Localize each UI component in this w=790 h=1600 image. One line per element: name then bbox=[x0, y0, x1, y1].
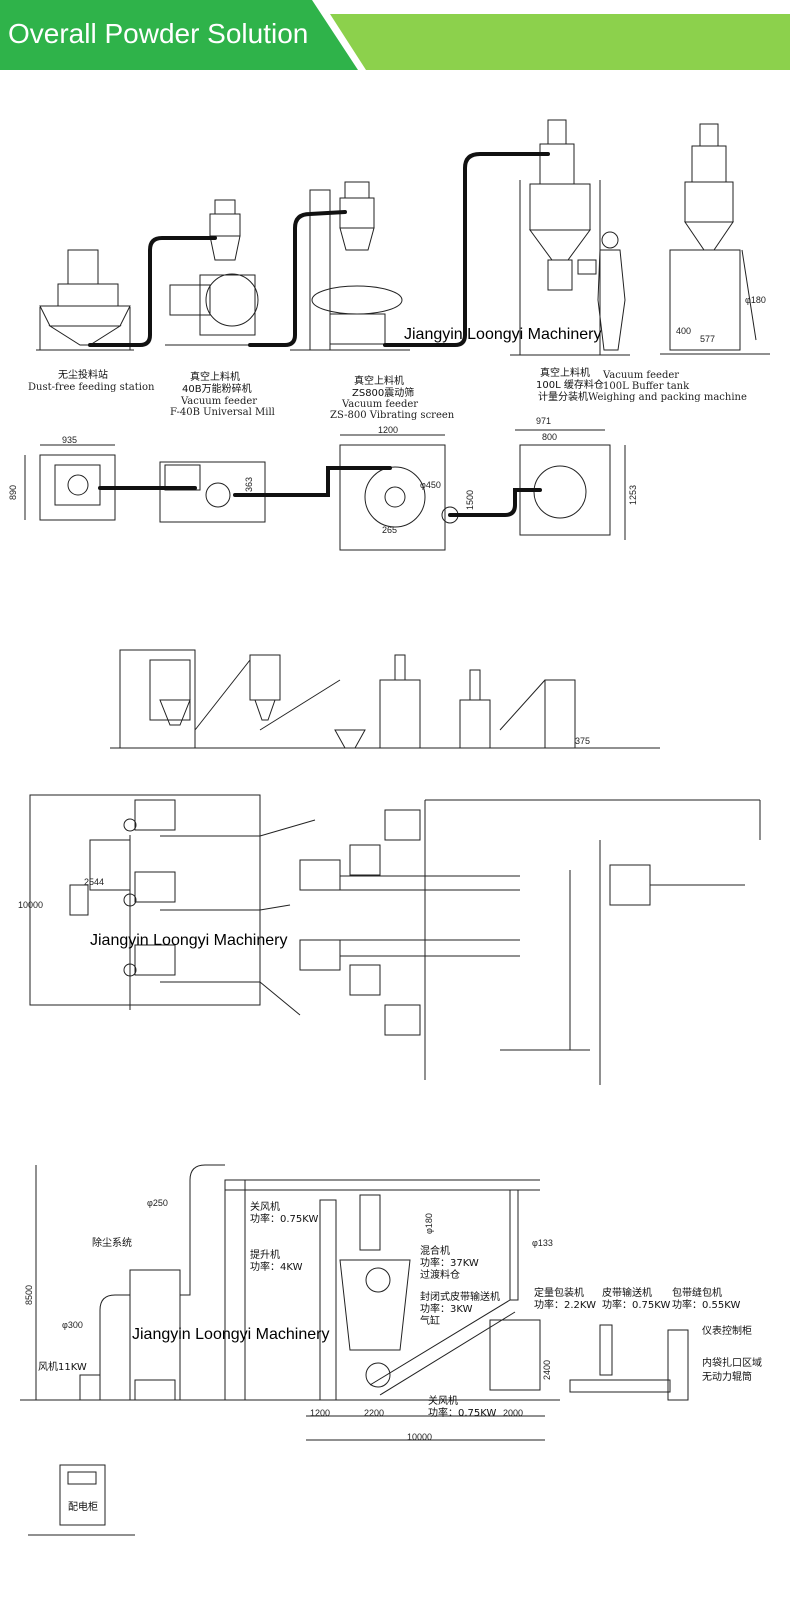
label-dust-system: 除尘系统 bbox=[92, 1238, 132, 1249]
station2-label-cn: 真空上料机 bbox=[190, 372, 240, 383]
station1-label-en: Dust-free feeding station bbox=[28, 382, 155, 393]
plant-layout-drawing bbox=[29, 649, 761, 1085]
panel-process-line: 无尘投料站 Dust-free feeding station 真空上料机 40… bbox=[0, 100, 790, 570]
header-banner: Overall Powder Solution bbox=[0, 0, 790, 70]
dim-2200: 2200 bbox=[364, 1408, 385, 1418]
process-line-drawing bbox=[24, 119, 770, 551]
station3-label-en: Vacuum feeder bbox=[342, 399, 419, 410]
station3-label-cn2: ZS800震动筛 bbox=[352, 388, 415, 399]
elevation-drawing bbox=[20, 1164, 689, 1536]
label-control-cabinet: 仪表控制柜 bbox=[702, 1326, 752, 1337]
station2-label-en: Vacuum feeder bbox=[181, 396, 258, 407]
feeding-station bbox=[36, 249, 134, 351]
label-transition-bin: 过渡料仓 bbox=[420, 1270, 460, 1281]
label-belt-conveyor: 皮带输送机 bbox=[602, 1288, 652, 1299]
label-fan-bottom: 关风机 bbox=[428, 1396, 458, 1407]
dim-1500: 1500 bbox=[465, 489, 475, 510]
station2-label-cn2: 40B万能粉碎机 bbox=[182, 384, 252, 395]
dim-1200b: 1200 bbox=[310, 1408, 331, 1418]
dim-363: 363 bbox=[244, 476, 254, 492]
label-belt-conveyor-power: 功率：0.75KW bbox=[602, 1300, 671, 1311]
label-packer-power: 功率：2.2KW bbox=[534, 1300, 596, 1311]
dim-8500: 8500 bbox=[24, 1284, 34, 1305]
dim-1253: 1253 bbox=[628, 484, 638, 505]
label-blower: 风机11KW bbox=[38, 1362, 87, 1373]
label-closed-belt: 封闭式皮带输送机 bbox=[420, 1292, 500, 1303]
dim-phi180: φ180 bbox=[424, 1213, 434, 1234]
dim-10000: 10000 bbox=[18, 900, 44, 910]
packer-side-station bbox=[660, 123, 770, 355]
label-fan-top-power: 功率：0.75KW bbox=[250, 1214, 319, 1225]
dim-phi250: φ250 bbox=[147, 1198, 168, 1208]
screen-station bbox=[290, 181, 410, 351]
label-bag-tie-area: 内袋扎口区域 bbox=[702, 1358, 762, 1369]
dim-2400: 2400 bbox=[542, 1359, 552, 1380]
station2-label-en2: F-40B Universal Mill bbox=[170, 407, 275, 418]
station4-label-cn: 真空上料机 bbox=[540, 368, 590, 379]
panel-plant-layout: 375 10000 2544 Jiangyin Loongyi Machiner… bbox=[0, 640, 790, 1100]
station4-label-cn2: 100L 缓存料仓 bbox=[536, 380, 604, 391]
dim-800: 800 bbox=[542, 432, 558, 442]
panel-elevation: φ250 φ180 φ133 φ300 8500 2400 1200 2200 … bbox=[0, 1150, 790, 1600]
dim-577: 577 bbox=[700, 334, 716, 344]
label-packer: 定量包装机 bbox=[534, 1288, 584, 1299]
dim-375: 375 bbox=[575, 736, 591, 746]
buffer-tank-station bbox=[510, 119, 630, 356]
dim-265: 265 bbox=[382, 525, 398, 535]
label-mixer-power: 功率：37KW bbox=[420, 1258, 479, 1269]
plant-plan bbox=[29, 794, 761, 1085]
dim-180: φ180 bbox=[745, 295, 766, 305]
station5-label-en: Vacuum feeder bbox=[603, 370, 680, 381]
label-power-cabinet: 配电柜 bbox=[68, 1502, 98, 1513]
label-sewing-machine-power: 功率：0.55KW bbox=[672, 1300, 741, 1311]
label-unpowered-roller: 无动力辊筒 bbox=[702, 1372, 752, 1383]
dim-890: 890 bbox=[8, 484, 18, 500]
dim-935: 935 bbox=[62, 435, 78, 445]
dim-10000b: 10000 bbox=[407, 1432, 433, 1442]
page-title: Overall Powder Solution bbox=[8, 18, 309, 49]
label-lift-power: 功率：4KW bbox=[250, 1262, 303, 1273]
dim-450: φ450 bbox=[420, 480, 441, 490]
banner-shape bbox=[0, 0, 790, 70]
label-mixer: 混合机 bbox=[420, 1246, 450, 1257]
label-fan-top: 关风机 bbox=[250, 1202, 280, 1213]
watermark-1: Jiangyin Loongyi Machinery bbox=[404, 326, 602, 343]
station5-label-en3: Weighing and packing machine bbox=[588, 392, 747, 403]
dim-phi300: φ300 bbox=[62, 1320, 83, 1330]
banner-dark-block bbox=[0, 0, 358, 70]
mill-station bbox=[165, 199, 270, 346]
station3-label-cn: 真空上料机 bbox=[354, 376, 404, 387]
station4-label-cn3: 计量分装机 bbox=[538, 392, 588, 403]
dim-2544: 2544 bbox=[84, 877, 105, 887]
transfer-pipes bbox=[88, 152, 550, 517]
dim-1200: 1200 bbox=[378, 425, 399, 435]
dim-2000: 2000 bbox=[503, 1408, 524, 1418]
label-fan-bottom-power: 功率：0.75KW bbox=[428, 1408, 497, 1419]
station5-label-en2: 100L Buffer tank bbox=[603, 381, 690, 392]
dim-phi133: φ133 bbox=[532, 1238, 553, 1248]
elevation-strip bbox=[110, 649, 660, 749]
label-sewing-machine: 包带缝包机 bbox=[672, 1288, 722, 1299]
watermark-3: Jiangyin Loongyi Machinery bbox=[132, 1326, 330, 1343]
banner-light-stripe bbox=[330, 14, 790, 70]
dim-971: 971 bbox=[536, 416, 552, 426]
watermark-2: Jiangyin Loongyi Machinery bbox=[90, 932, 288, 949]
dim-400: 400 bbox=[676, 326, 692, 336]
station3-label-en2: ZS-800 Vibrating screen bbox=[330, 410, 455, 421]
label-closed-belt-power: 功率：3KW bbox=[420, 1304, 473, 1315]
label-lift: 提升机 bbox=[250, 1250, 280, 1261]
label-cylinder: 气缸 bbox=[420, 1316, 440, 1327]
station1-label-cn: 无尘投料站 bbox=[58, 370, 108, 381]
